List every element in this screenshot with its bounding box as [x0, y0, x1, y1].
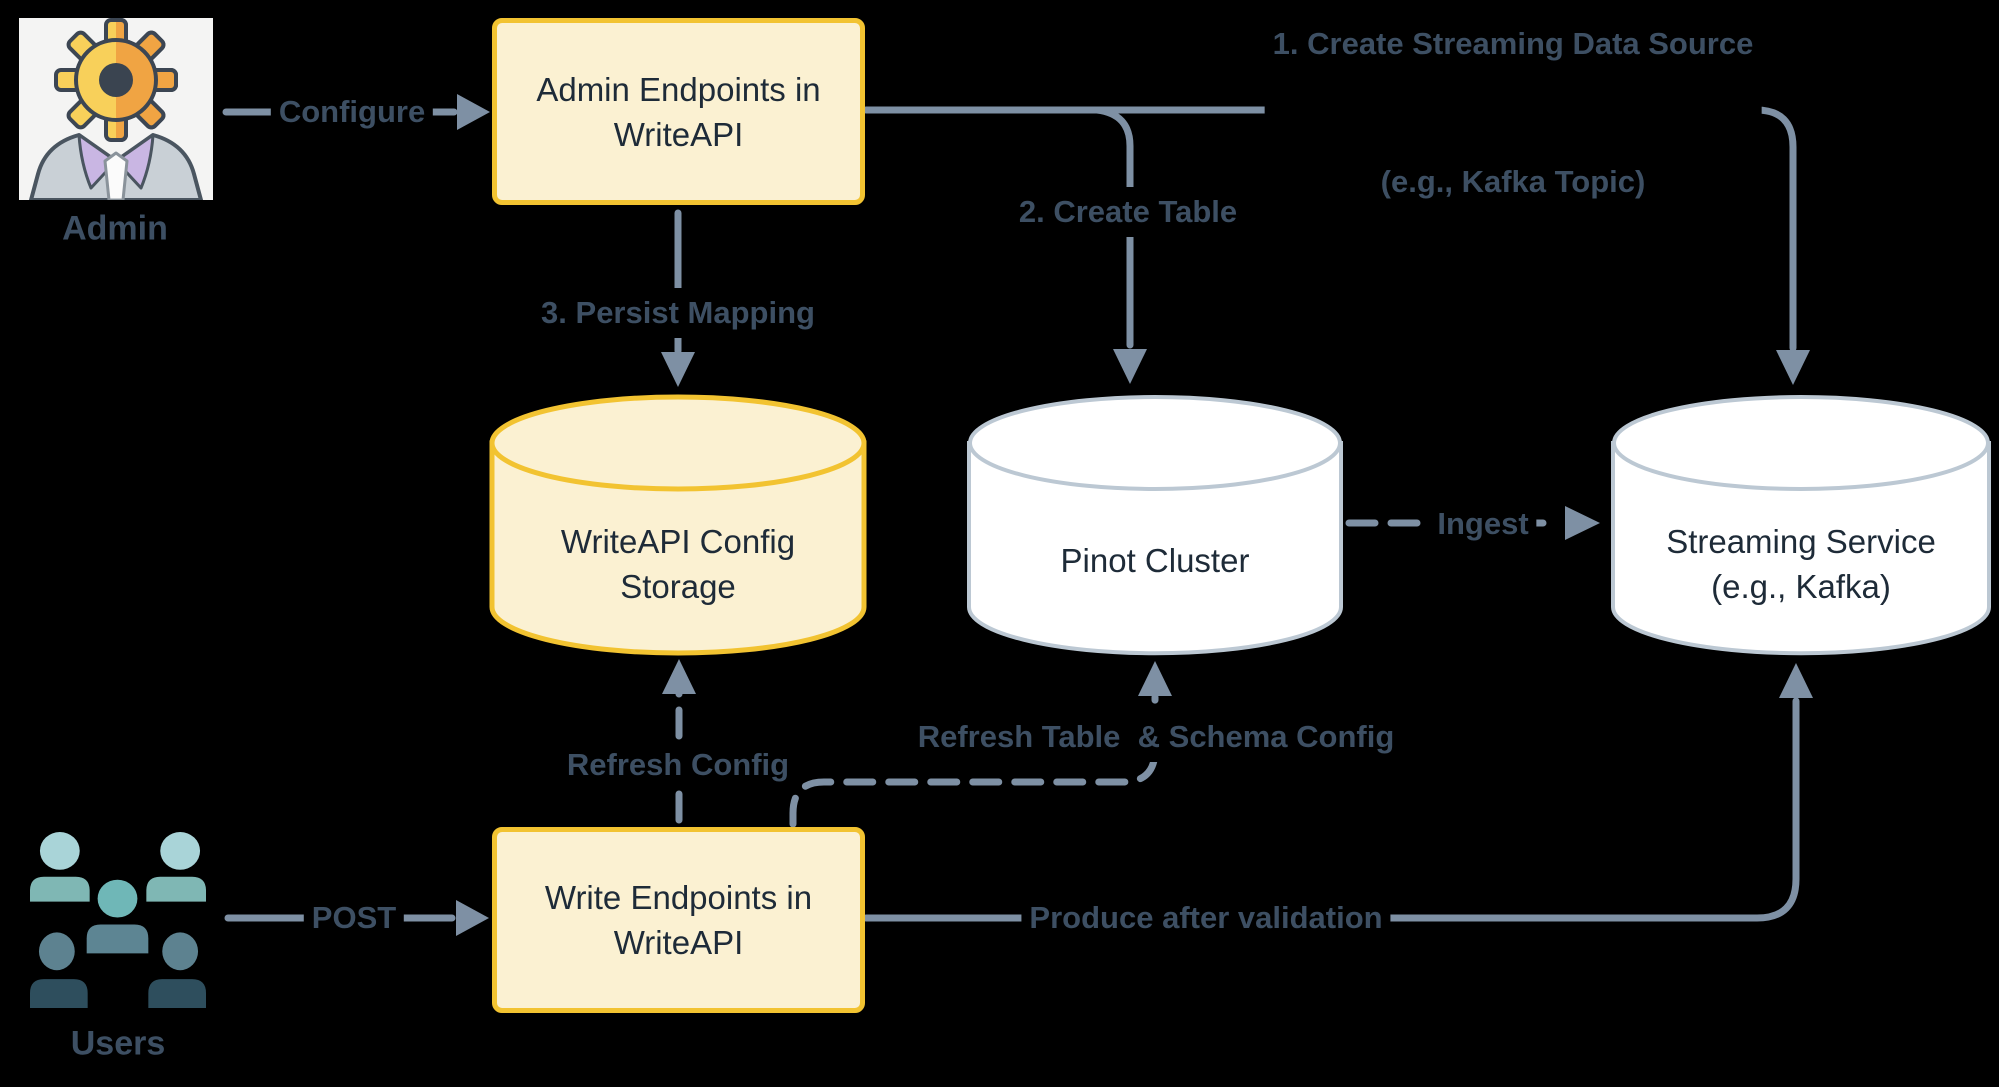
- users-caption: Users: [70, 1024, 166, 1063]
- node-writeapi-config-storage: WriteAPI Config Storage: [489, 393, 867, 657]
- edge-label-persist-mapping: 3. Persist Mapping: [533, 288, 823, 338]
- edge-label-refresh-table-schema: Refresh Table & Schema Config: [909, 712, 1403, 762]
- node-write-endpoints: Write Endpoints in WriteAPI: [492, 827, 865, 1013]
- edge-label-refresh-config: Refresh Config: [558, 740, 798, 790]
- admin-avatar-icon: [19, 18, 213, 205]
- node-admin-endpoints-label-line2: WriteAPI: [613, 115, 744, 153]
- edge-label-configure: Configure: [270, 87, 434, 137]
- create-table-arrowhead: [1113, 349, 1147, 384]
- edge-label-create-source-line2: (e.g., Kafka Topic): [1380, 164, 1646, 199]
- node-admin-endpoints: Admin Endpoints in WriteAPI: [492, 18, 865, 205]
- node-write-endpoints-label-line2: WriteAPI: [613, 924, 744, 961]
- configure-arrowhead: [457, 94, 490, 130]
- refresh-config-arrowhead: [662, 659, 696, 694]
- node-streaming-service-label-line2: (e.g., Kafka): [1711, 568, 1891, 605]
- edge-label-ingest: Ingest: [1429, 499, 1537, 549]
- post-arrowhead: [456, 900, 489, 936]
- edge-label-produce: Produce after validation: [1021, 893, 1391, 943]
- persist-mapping-arrowhead: [661, 352, 695, 387]
- edge-label-create-table: 2. Create Table: [1010, 187, 1246, 237]
- produce-arrowhead: [1779, 663, 1813, 698]
- refresh-table-arrow-line: [789, 693, 1159, 828]
- node-streaming-service-label-line1: Streaming Service: [1666, 523, 1936, 560]
- edge-label-post: POST: [303, 893, 405, 943]
- node-streaming-service: Streaming Service (e.g., Kafka): [1611, 393, 1991, 657]
- users-icon: [30, 832, 207, 1014]
- edge-label-create-source: 1. Create Streaming Data Source (e.g., K…: [1264, 0, 1762, 299]
- edge-label-create-source-line1: 1. Create Streaming Data Source: [1272, 26, 1754, 61]
- node-pinot-cluster-label: Pinot Cluster: [1060, 542, 1250, 579]
- refresh-table-arrowhead: [1138, 661, 1172, 696]
- produce-arrow-line: [862, 697, 1800, 922]
- create-table-arrow-line: [1093, 106, 1134, 349]
- node-write-endpoints-label-line1: Write Endpoints in: [544, 879, 813, 916]
- admin-caption: Admin: [62, 209, 168, 248]
- node-admin-endpoints-label-line1: Admin Endpoints in: [536, 70, 821, 108]
- create-source-arrowhead: [1776, 350, 1810, 385]
- node-pinot-cluster: Pinot Cluster: [967, 393, 1343, 657]
- ingest-arrowhead: [1565, 506, 1600, 540]
- node-config-storage-label-line1: WriteAPI Config: [560, 523, 796, 560]
- node-config-storage-label-line2: Storage: [620, 568, 736, 605]
